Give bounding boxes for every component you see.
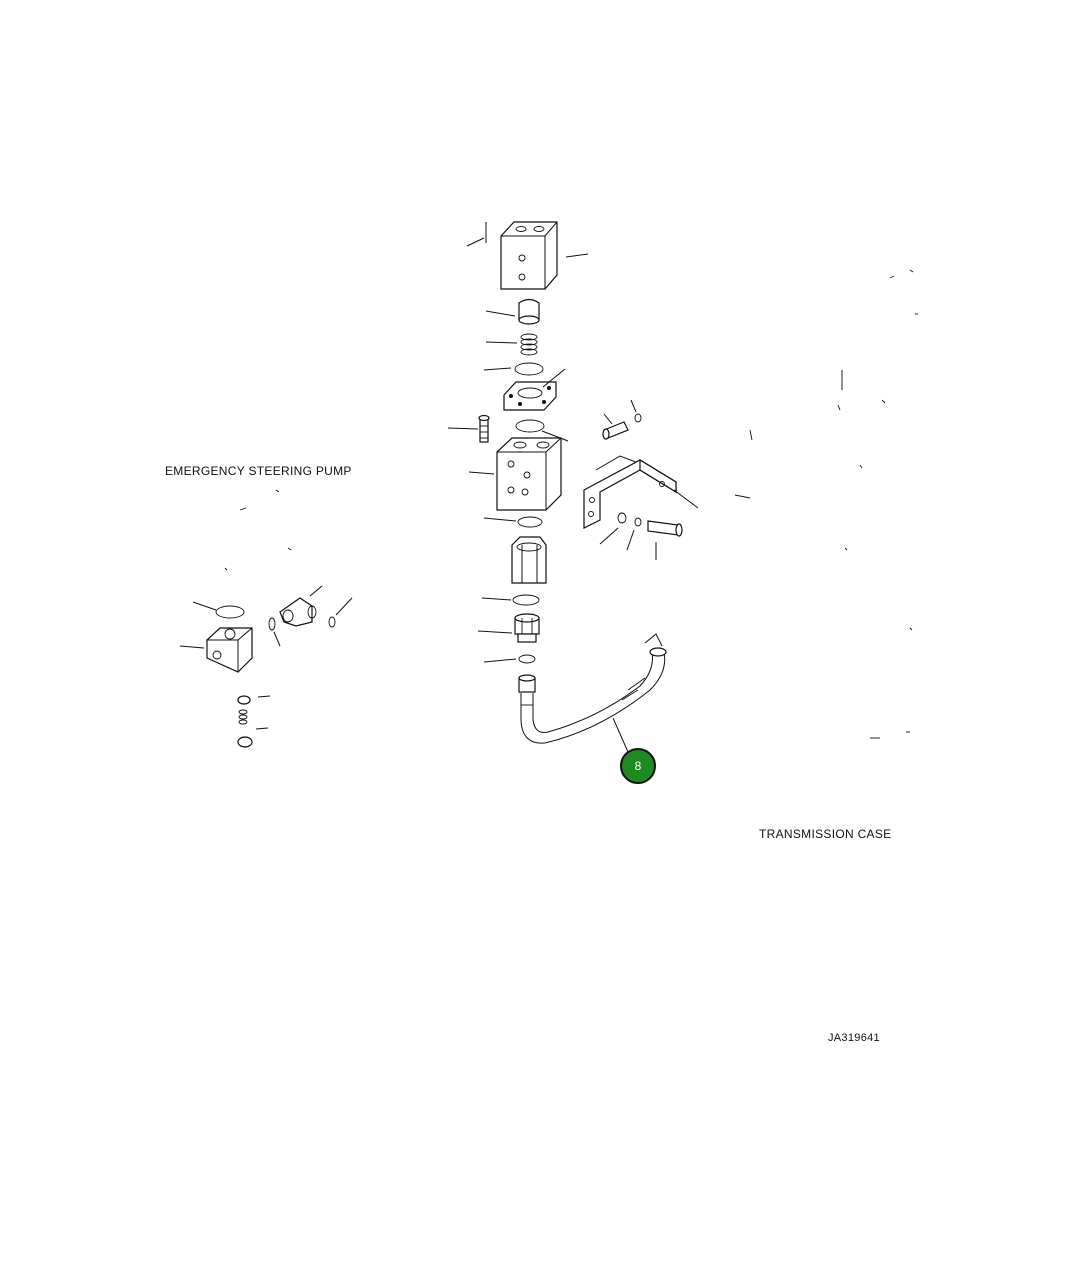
union-fitting bbox=[477, 613, 540, 643]
bracket bbox=[583, 455, 699, 529]
spring bbox=[485, 333, 538, 356]
middle-valve-block bbox=[468, 437, 562, 511]
pump-small-rings bbox=[268, 597, 353, 647]
bolt-right-bottom bbox=[599, 512, 683, 560]
hex-adapter bbox=[511, 536, 547, 584]
o-ring-4 bbox=[481, 594, 540, 606]
o-ring-5 bbox=[483, 654, 536, 664]
bolt-right-top bbox=[602, 399, 642, 440]
bolt-left bbox=[447, 414, 490, 443]
hose-assembly bbox=[518, 633, 667, 753]
o-ring-2 bbox=[515, 419, 569, 442]
figure-id-label: JA319641 bbox=[828, 1032, 880, 1044]
o-ring-1 bbox=[483, 362, 544, 376]
background-marks bbox=[224, 269, 918, 739]
o-ring-3 bbox=[483, 516, 543, 528]
pump-plug-parts bbox=[237, 695, 271, 748]
pump-flange-block bbox=[179, 627, 253, 673]
flange-plate bbox=[503, 368, 566, 411]
pump-o-ring bbox=[192, 601, 245, 619]
emergency-steering-pump-label: EMERGENCY STEERING PUMP bbox=[165, 464, 352, 478]
part-callout-8[interactable]: 8 bbox=[620, 748, 656, 784]
transmission-case-label: TRANSMISSION CASE bbox=[759, 827, 892, 841]
fitting-top bbox=[485, 298, 540, 325]
top-valve-block bbox=[466, 221, 589, 290]
pump-elbow-fitting bbox=[279, 585, 323, 627]
